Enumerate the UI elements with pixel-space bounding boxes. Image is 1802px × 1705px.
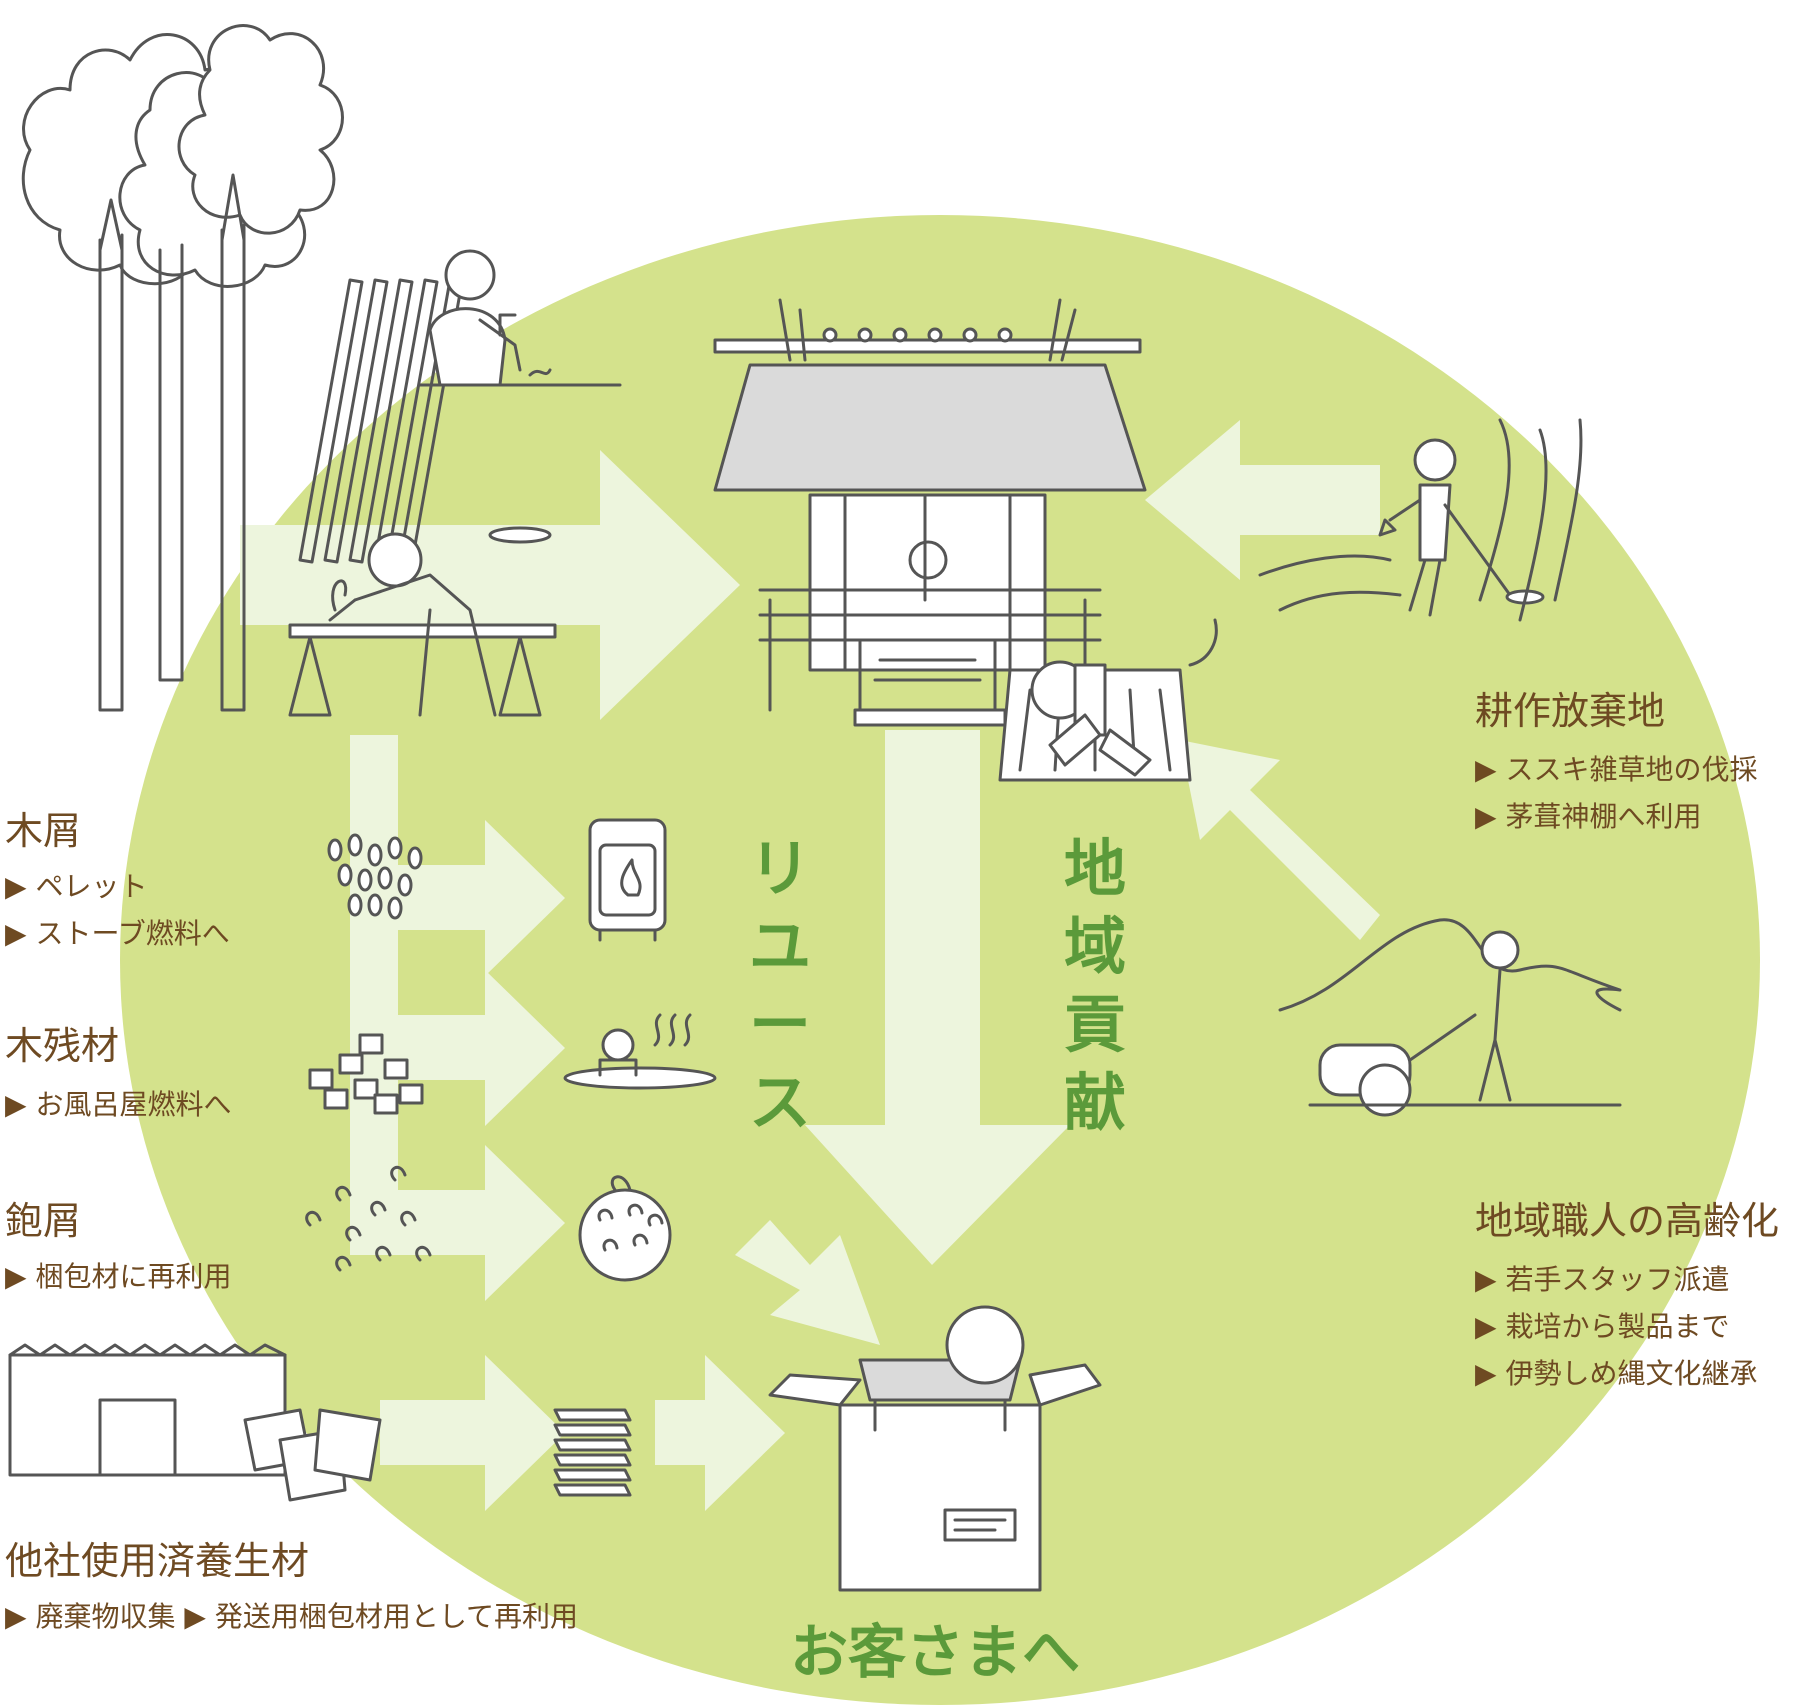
packing-items: ▶ 廃棄物収集 ▶ 発送用梱包材用として再利用 — [5, 1600, 578, 1633]
shimenawa-icon — [998, 618, 1218, 782]
arrow-forest-to-shrine — [240, 450, 740, 720]
bath-icon — [563, 1013, 717, 1090]
arrow-paper-to-box — [655, 1355, 785, 1511]
flow-arrows — [240, 420, 1380, 1511]
community-contribution-label: 地 域 貢 献 — [1063, 832, 1126, 1139]
carpenter-planing-icon — [288, 526, 557, 717]
arrow-to-stove — [375, 820, 565, 976]
arrow-shrine-to-customer — [805, 730, 1070, 1265]
artisans-item-3: ▶ 伊勢しめ縄文化継承 — [1475, 1357, 1758, 1390]
arrow-to-cushion — [375, 1145, 565, 1301]
farmland-item-2: ▶ 茅葺神棚へ利用 — [1475, 800, 1702, 833]
arrow-to-bath — [375, 970, 565, 1126]
farmland-title: 耕作放棄地 — [1475, 689, 1666, 733]
pellets-icon — [327, 833, 423, 920]
farmland-item-1: ▶ ススキ雑草地の伐採 — [1475, 753, 1758, 786]
stove-icon — [588, 818, 667, 942]
arrow-left-trunk — [350, 735, 398, 1255]
wood-blocks-icon — [308, 1033, 424, 1115]
arrow-farmland-to-shrine — [1145, 420, 1380, 580]
tree-icon — [21, 24, 344, 712]
artisans-item-2: ▶ 栽培から製品まで — [1475, 1310, 1730, 1343]
paper-stack-icon — [553, 1408, 632, 1497]
cushion-ball-icon — [578, 1175, 672, 1282]
carpenter-icon — [418, 249, 622, 387]
artisans-item-1: ▶ 若手スタッフ派遣 — [1475, 1263, 1730, 1296]
to-customer-label: お客さまへ — [790, 1618, 1081, 1686]
arrow-cushion-to-box — [735, 1220, 880, 1345]
reaper-icon — [1258, 418, 1583, 622]
packing-sheets-icon — [243, 1408, 382, 1502]
sawdust-item-1: ▶ ペレット — [5, 870, 148, 903]
arrow-artisans-to-shimenawa — [1180, 740, 1380, 940]
shavings-item-1: ▶ 梱包材に再利用 — [5, 1260, 232, 1293]
shrine-icon — [713, 298, 1147, 727]
offcuts-item-1: ▶ お風呂屋燃料へ — [5, 1088, 232, 1121]
sawdust-title: 木屑 — [5, 809, 82, 853]
reuse-label: リ ユ ー ス — [748, 832, 811, 1139]
shavings-title: 鉋屑 — [5, 1199, 82, 1243]
package-box-icon — [768, 1305, 1102, 1592]
packing-title: 他社使用済養生材 — [5, 1539, 310, 1583]
warehouse-icon — [8, 1343, 287, 1477]
arrow-to-paper — [380, 1355, 565, 1511]
shavings-icon — [305, 1165, 432, 1272]
tiller-icon — [1278, 918, 1622, 1117]
offcuts-title: 木残材 — [5, 1024, 120, 1068]
sawdust-item-2: ▶ ストーブ燃料へ — [5, 917, 230, 950]
artisans-title: 地域職人の高齢化 — [1475, 1199, 1780, 1243]
